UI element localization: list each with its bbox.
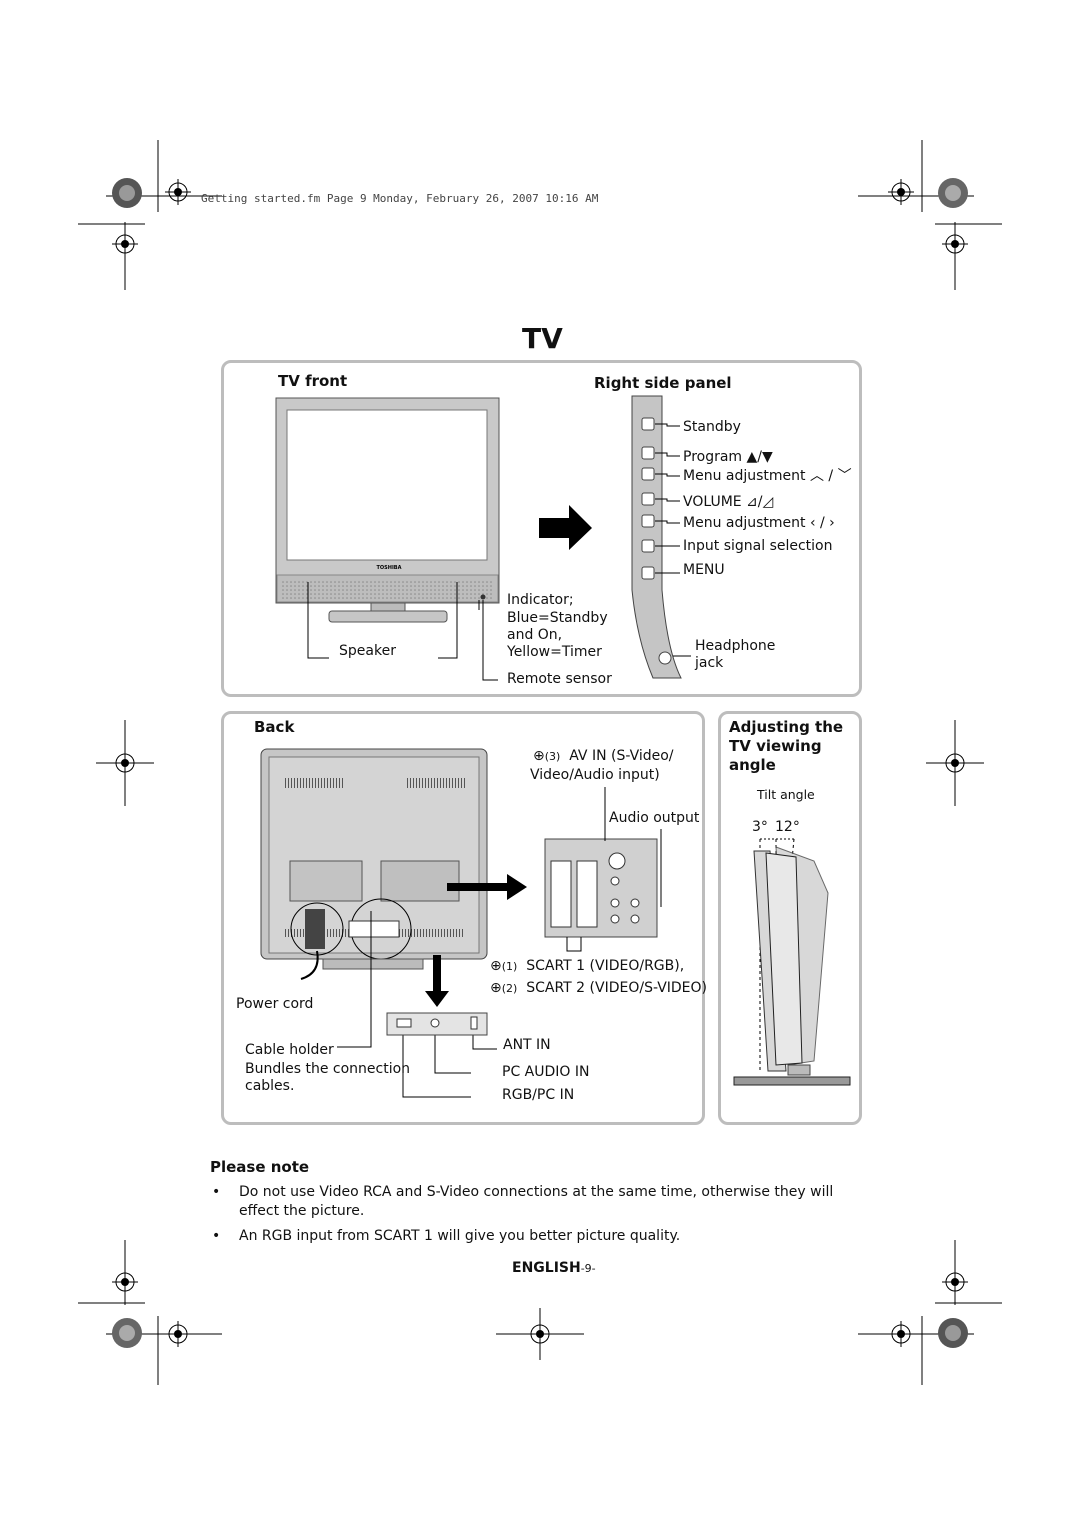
- tv-brand: TOSHIBA: [377, 565, 402, 571]
- note-title: Please note: [210, 1158, 310, 1176]
- indicator-line-1: Indicator;: [507, 592, 574, 608]
- indicator-line-3: and On,: [507, 627, 563, 643]
- angle-panel: [718, 711, 862, 1125]
- note-item-2: An RGB input from SCART 1 will give you …: [239, 1228, 681, 1244]
- menu-adjust-updown-label: Menu adjustment ︿ / ﹀: [683, 468, 852, 484]
- note-item-1: Do not use Video RCA and S-Video connect…: [239, 1184, 834, 1219]
- standby-label: Standby: [683, 419, 741, 435]
- indicator-line-2: Blue=Standby: [507, 610, 608, 626]
- ant-in-label: ANT IN: [503, 1037, 551, 1053]
- scart1-icon: ⊕: [490, 958, 502, 974]
- file-header-line: Getting started.fm Page 9 Monday, Februa…: [201, 192, 599, 205]
- angle-title-line-2: TV viewing: [729, 737, 822, 755]
- av-in-icon: ⊕: [533, 748, 545, 764]
- tv-front-title: TV front: [278, 372, 348, 390]
- angle-back-value: 12°: [775, 819, 800, 835]
- input-signal-label: Input signal selection: [683, 538, 833, 554]
- page-footer: ENGLISH-9-: [512, 1260, 596, 1276]
- program-label: Program ▲/▼: [683, 449, 773, 465]
- audio-output-label: Audio output: [609, 810, 700, 826]
- menu-label: MENU: [683, 562, 725, 578]
- bundles-line-2: cables.: [245, 1078, 295, 1094]
- indicator-line-4: Yellow=Timer: [507, 644, 602, 660]
- scart2-label: ⊕(2) SCART 2 (VIDEO/S-VIDEO): [490, 980, 708, 996]
- tilt-illustration: [733, 838, 851, 1086]
- pc-audio-in-label: PC AUDIO IN: [502, 1064, 590, 1080]
- power-cord-label: Power cord: [236, 996, 314, 1012]
- menu-adjust-leftright-label: Menu adjustment ‹ / ›: [683, 515, 835, 531]
- angle-title-line-1: Adjusting the: [729, 718, 844, 736]
- front-panel: [221, 360, 862, 697]
- back-title: Back: [254, 718, 295, 736]
- tv-front-illustration: TOSHIBA: [275, 395, 691, 681]
- scart2-icon: ⊕: [490, 980, 502, 996]
- headphone-line-1: Headphone: [695, 638, 776, 654]
- cable-holder-label: Cable holder: [245, 1042, 334, 1058]
- bundles-line-1: Bundles the connection: [245, 1061, 411, 1077]
- page-title: TV: [522, 322, 563, 355]
- rgb-pc-in-label: RGB/PC IN: [502, 1087, 575, 1103]
- back-panel: [221, 711, 705, 1125]
- av-in-line-1: ⊕(3) AV IN (S-Video/: [533, 748, 674, 764]
- speaker-label: Speaker: [339, 643, 396, 659]
- volume-label: VOLUME ⊿/◿: [683, 494, 774, 510]
- tilt-angle-label: Tilt angle: [757, 787, 815, 802]
- tv-back-illustration: [260, 748, 662, 1098]
- note-bullet-2: •: [212, 1228, 221, 1244]
- av-in-line-2: Video/Audio input): [530, 767, 660, 783]
- remote-sensor-label: Remote sensor: [507, 671, 612, 687]
- right-side-panel-title: Right side panel: [594, 374, 732, 392]
- angle-front-value: 3°: [752, 819, 768, 835]
- angle-title-line-3: angle: [729, 756, 776, 774]
- scart1-label: ⊕(1) SCART 1 (VIDEO/RGB),: [490, 958, 685, 974]
- headphone-line-2: jack: [695, 655, 724, 671]
- note-bullet-1: •: [212, 1184, 221, 1200]
